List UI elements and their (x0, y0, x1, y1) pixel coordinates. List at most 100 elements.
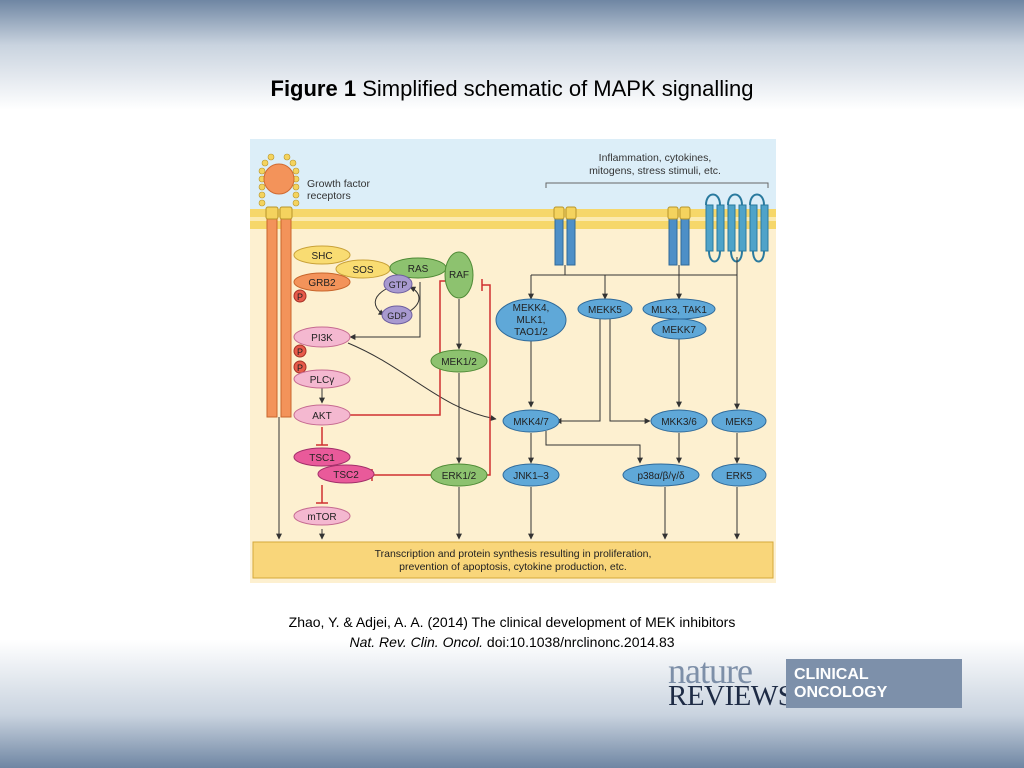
svg-text:GRB2: GRB2 (308, 278, 336, 289)
node-tsc2: TSC2 (317, 464, 375, 484)
node-erk5: ERK5 (711, 463, 767, 487)
node-mekk7: MEKK7 (651, 318, 707, 340)
connectors (276, 257, 740, 540)
svg-text:TSC2: TSC2 (333, 470, 359, 481)
svg-text:p38α/β/γ/δ: p38α/β/γ/δ (637, 471, 685, 482)
svg-text:MKK3/6: MKK3/6 (661, 417, 697, 428)
citation-line-1: Zhao, Y. & Adjei, A. A. (2014) The clini… (288, 614, 736, 630)
logo-nature: nature (668, 651, 753, 691)
svg-text:GTP: GTP (389, 280, 408, 290)
figure-title: Figure 1 Simplified schematic of MAPK si… (0, 76, 1024, 102)
phospho-pi3k-1: P (293, 344, 307, 358)
svg-text:SHC: SHC (311, 251, 332, 262)
logo-journal-box: CLINICAL ONCOLOGY (786, 659, 962, 708)
svg-text:mTOR: mTOR (307, 512, 336, 523)
figure-number: Figure 1 (270, 76, 357, 101)
membrane-bottom (250, 221, 776, 229)
pi3k-to-mkk47-arrow (347, 342, 497, 422)
node-mek5: MEK5 (711, 409, 767, 433)
svg-text:P: P (297, 347, 303, 357)
figure-caption: Simplified schematic of MAPK signalling (362, 76, 754, 101)
svg-text:ERK5: ERK5 (726, 471, 753, 482)
node-jnk: JNK1–3 (502, 463, 560, 487)
cytoplasm-region (250, 209, 776, 583)
stimuli-label-1: Inflammation, cytokines, (599, 152, 712, 164)
receptor-head-right (279, 206, 293, 220)
mkk47-to-p38 (545, 431, 643, 464)
gtp-gdp-cycle (374, 288, 387, 316)
nature-reviews-logo: nature REVIEWS CLINICAL ONCOLOGY (668, 651, 962, 712)
node-p38: p38α/β/γ/δ (622, 463, 700, 487)
extracellular-region (250, 139, 776, 209)
svg-text:PLCγ: PLCγ (310, 375, 334, 386)
svg-text:PI3K: PI3K (311, 333, 333, 344)
logo-reviews: REVIEWS (668, 680, 794, 712)
ras-to-pi3k-arrow (349, 282, 421, 340)
gpcr-receptor (705, 193, 769, 263)
citation-journal: Nat. Rev. Clin. Oncol. (349, 634, 484, 650)
node-mekk5: MEKK5 (577, 298, 633, 320)
svg-text:RAS: RAS (408, 264, 429, 275)
akt-inhibits-raf (350, 280, 447, 416)
membrane-top (250, 209, 776, 217)
phospho-grb2: P (293, 289, 307, 303)
svg-text:MEK1/2: MEK1/2 (441, 357, 477, 368)
svg-text:ERK1/2: ERK1/2 (442, 471, 477, 482)
citation: Zhao, Y. & Adjei, A. A. (2014) The clini… (0, 612, 1024, 652)
svg-text:MEK5: MEK5 (725, 417, 753, 428)
gdp-gtp-cycle (409, 286, 420, 312)
node-erk12: ERK1/2 (430, 463, 488, 487)
node-plcg: PLCγ (293, 369, 351, 389)
svg-text:P: P (297, 363, 303, 373)
node-tsc1: TSC1 (293, 447, 351, 467)
cytokine-receptor-left (553, 206, 577, 266)
node-mekk4: MEKK4, MLK1, TAO1/2 (495, 298, 567, 342)
svg-text:MLK1,: MLK1, (517, 315, 546, 326)
svg-text:MKK4/7: MKK4/7 (513, 417, 549, 428)
cytokine-receptor-middle (667, 206, 691, 266)
citation-doi: doi:10.1038/nrclinonc.2014.83 (486, 634, 675, 650)
receptor-label-1: Growth factor (307, 178, 371, 190)
svg-text:MEKK5: MEKK5 (588, 305, 622, 316)
receptor-shaft-right (280, 208, 292, 418)
node-mtor: mTOR (293, 506, 351, 526)
svg-text:GDP: GDP (387, 311, 407, 321)
receptor-head-left (265, 206, 279, 220)
node-akt: AKT (293, 404, 351, 426)
ligand-chain (258, 153, 300, 207)
akt-inhibits-tsc1 (316, 427, 328, 446)
node-pi3k: PI3K (293, 326, 351, 348)
logo-clinical: CLINICAL (794, 666, 869, 683)
svg-text:MEKK4,: MEKK4, (513, 303, 550, 314)
svg-text:SOS: SOS (352, 265, 373, 276)
citation-line-2: Nat. Rev. Clin. Oncol. doi:10.1038/nrcli… (0, 632, 1024, 652)
node-mkk47: MKK4/7 (502, 409, 560, 433)
growth-factor-receptor (258, 153, 300, 418)
svg-text:TSC1: TSC1 (309, 453, 335, 464)
svg-text:MLK3, TAK1: MLK3, TAK1 (651, 305, 707, 316)
svg-text:MEKK7: MEKK7 (662, 325, 696, 336)
svg-text:TAO1/2: TAO1/2 (514, 327, 548, 338)
mapk-diagram: Inflammation, cytokines, mitogens, stres… (250, 139, 776, 583)
phospho-pi3k-2: P (293, 360, 307, 374)
stimuli-label-2: mitogens, stress stimuli, etc. (589, 165, 721, 177)
node-mlk3-tak1: MLK3, TAK1 (642, 298, 716, 320)
node-mkk36: MKK3/6 (650, 409, 708, 433)
node-shc: SHC (293, 245, 351, 265)
node-gdp: GDP (381, 305, 413, 325)
svg-text:JNK1–3: JNK1–3 (513, 471, 549, 482)
transcription-label-2: prevention of apoptosis, cytokine produc… (399, 561, 627, 573)
node-gtp: GTP (383, 274, 413, 294)
svg-text:P: P (297, 292, 303, 302)
svg-text:RAF: RAF (449, 270, 469, 281)
svg-text:AKT: AKT (312, 411, 331, 422)
stimuli-bracket (545, 182, 769, 188)
growth-factor-ligand (263, 163, 295, 195)
node-sos: SOS (335, 259, 391, 279)
receptor-to-mekk5 (564, 265, 605, 299)
tsc2-inhibits-mtor (316, 485, 328, 504)
node-raf: RAF (444, 251, 474, 299)
receptor-label-2: receptors (307, 190, 351, 202)
membrane-core (250, 217, 776, 221)
logo-oncology: ONCOLOGY (794, 684, 888, 701)
